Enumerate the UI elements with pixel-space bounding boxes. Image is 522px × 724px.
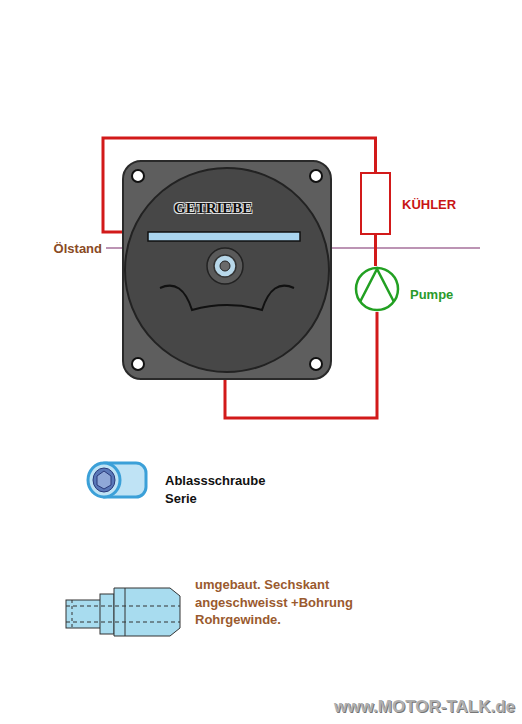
drain-plug-series	[88, 463, 146, 497]
oil-level-label: Ölstand	[44, 240, 102, 258]
gearbox-drawing	[122, 160, 332, 380]
drain-plug-modified	[66, 588, 180, 636]
pump-label: Pumpe	[410, 286, 453, 304]
coolant-pipe	[375, 235, 376, 266]
gearbox-housing: GETRIEBE	[122, 160, 332, 380]
gearbox-title: GETRIEBE	[174, 198, 252, 218]
cooler-box: KÜHLER	[360, 172, 391, 235]
modification-note: umgebaut. Sechskant angeschweisst +Bohru…	[195, 576, 405, 629]
pump-circle	[354, 266, 400, 312]
watermark: www.MOTOR-TALK.de	[270, 696, 515, 719]
pump-symbol: Pumpe	[354, 266, 400, 312]
cooler-label: KÜHLER	[402, 196, 456, 214]
drain-plug-label: Ablassschraube Serie	[165, 472, 295, 507]
